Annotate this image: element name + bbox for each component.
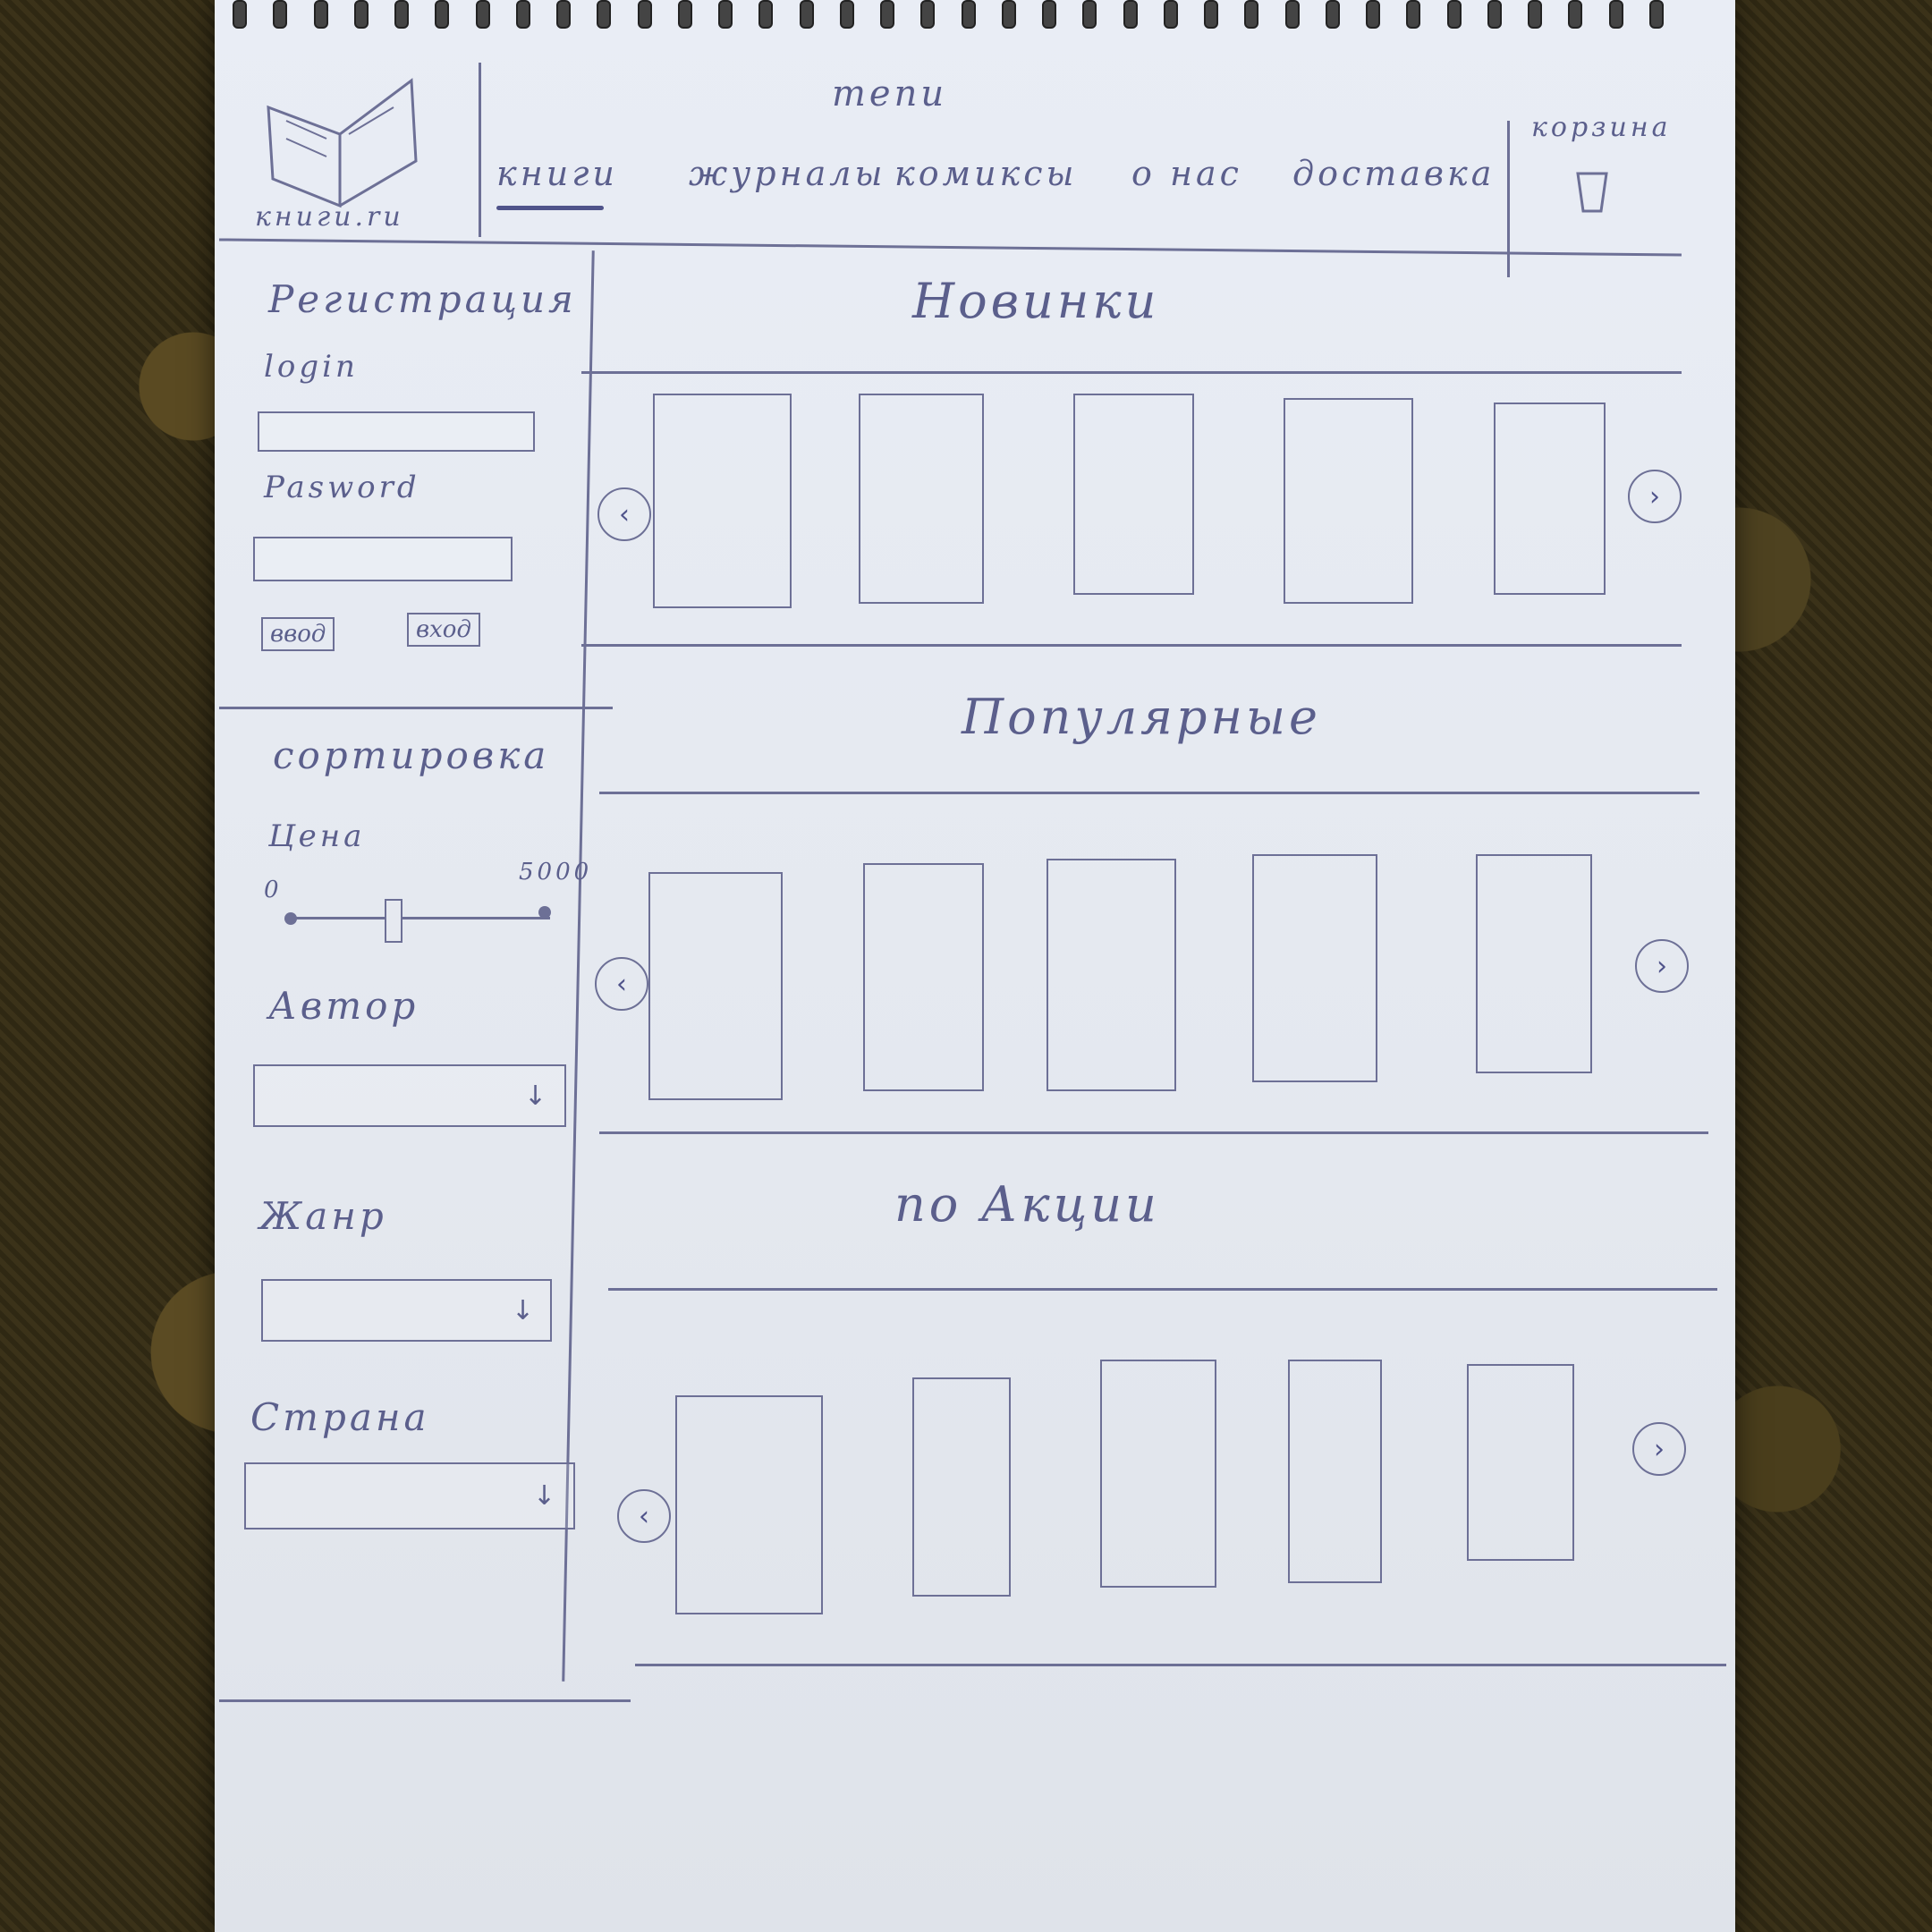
section-title-new: Новинки xyxy=(912,273,1160,329)
nav-item-comics[interactable]: комиксы xyxy=(894,154,1078,193)
book-card[interactable] xyxy=(675,1395,823,1614)
genre-label: Жанр xyxy=(259,1194,387,1238)
price-slider-handle[interactable] xyxy=(385,899,402,943)
book-card[interactable] xyxy=(1476,854,1592,1073)
book-card[interactable] xyxy=(1494,402,1606,595)
chevron-down-icon: ↓ xyxy=(532,1480,555,1512)
price-max-label: 5000 xyxy=(519,859,593,886)
book-card[interactable] xyxy=(1100,1360,1216,1588)
price-slider-track[interactable] xyxy=(291,917,550,919)
section-title-sale: по Акции xyxy=(894,1176,1160,1233)
section-1-bottom-rule xyxy=(581,644,1682,647)
nav-item-delivery[interactable]: доставка xyxy=(1292,154,1496,193)
nav-item-books[interactable]: книги xyxy=(496,154,618,193)
new-prev-arrow-icon[interactable]: ‹ xyxy=(597,487,651,541)
genre-select[interactable]: ↓ xyxy=(261,1279,552,1342)
sketch-paper xyxy=(215,0,1735,1932)
section-title-popular: Популярные xyxy=(962,689,1321,745)
popular-next-arrow-icon[interactable]: › xyxy=(1635,939,1689,993)
nav-active-underline xyxy=(496,206,604,210)
author-select[interactable]: ↓ xyxy=(253,1064,566,1127)
country-label: Страна xyxy=(250,1395,430,1439)
logo-text[interactable]: книги.ru xyxy=(255,201,404,233)
sidebar-bottom-rule xyxy=(219,1699,631,1702)
book-card[interactable] xyxy=(859,394,984,604)
book-card[interactable] xyxy=(912,1377,1011,1597)
new-next-arrow-icon[interactable]: › xyxy=(1628,470,1682,523)
country-select[interactable]: ↓ xyxy=(244,1462,575,1530)
sale-next-arrow-icon[interactable]: › xyxy=(1632,1422,1686,1476)
section-2-bottom-rule xyxy=(599,1131,1708,1134)
cart-label[interactable]: корзина xyxy=(1531,112,1672,143)
author-label: Автор xyxy=(268,984,419,1028)
book-card[interactable] xyxy=(1073,394,1194,595)
section-2-top-rule xyxy=(599,792,1699,794)
price-label: Цена xyxy=(268,818,366,854)
sidebar-rule-1 xyxy=(219,707,613,709)
login-label: login xyxy=(264,349,359,385)
book-card[interactable] xyxy=(1046,859,1176,1091)
enter-button[interactable]: ввод xyxy=(261,617,335,651)
sale-prev-arrow-icon[interactable]: ‹ xyxy=(617,1489,671,1543)
book-card[interactable] xyxy=(653,394,792,608)
nav-item-about[interactable]: о нас xyxy=(1131,154,1242,193)
price-slider-min-dot xyxy=(284,912,297,925)
section-1-top-rule xyxy=(581,371,1682,374)
book-logo-icon[interactable] xyxy=(259,72,429,215)
book-card[interactable] xyxy=(648,872,783,1100)
menu-title: menu xyxy=(832,73,948,114)
book-card[interactable] xyxy=(1467,1364,1574,1561)
notebook-spiral xyxy=(233,0,1664,30)
sort-title: сортировка xyxy=(273,733,550,777)
book-card[interactable] xyxy=(1252,854,1377,1082)
login-button[interactable]: вход xyxy=(407,613,480,647)
popular-prev-arrow-icon[interactable]: ‹ xyxy=(595,957,648,1011)
password-label: Pasword xyxy=(264,470,420,505)
registration-title: Регистрация xyxy=(268,277,577,321)
chevron-down-icon: ↓ xyxy=(523,1080,547,1112)
header-divider-right xyxy=(1507,121,1510,277)
section-3-bottom-rule xyxy=(635,1664,1726,1666)
price-min-label: 0 xyxy=(264,877,283,903)
login-input[interactable] xyxy=(258,411,535,452)
password-input[interactable] xyxy=(253,537,513,581)
header-divider-left xyxy=(479,63,481,237)
section-3-top-rule xyxy=(608,1288,1717,1291)
cart-icon[interactable] xyxy=(1574,170,1610,215)
nav-item-magazines[interactable]: журналы xyxy=(689,154,886,193)
book-card[interactable] xyxy=(863,863,984,1091)
book-card[interactable] xyxy=(1288,1360,1382,1583)
chevron-down-icon: ↓ xyxy=(511,1295,534,1326)
book-card[interactable] xyxy=(1284,398,1413,604)
price-slider-max-dot xyxy=(538,906,551,919)
